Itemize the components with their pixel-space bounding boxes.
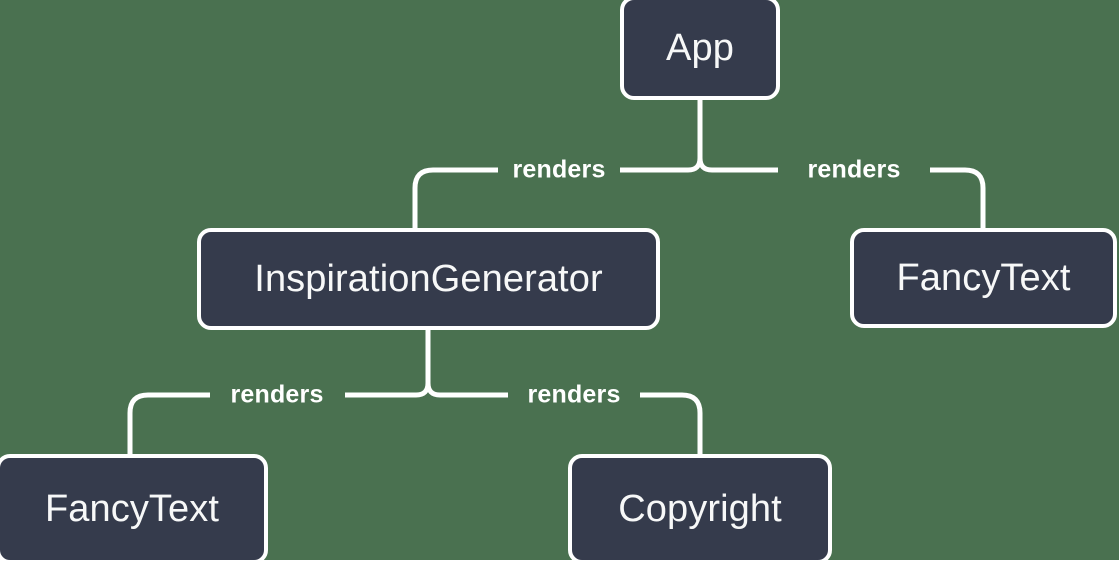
node-app-label: App	[666, 27, 734, 69]
node-fancytext-left-label: FancyText	[44, 488, 220, 530]
edge-label-inspiration-to-fancytext: renders	[230, 380, 324, 409]
node-inspiration-generator-label: InspirationGenerator	[254, 258, 603, 300]
edge-inspiration-to-fancytext-2	[127, 392, 210, 456]
node-inspiration-generator[interactable]: InspirationGenerator	[197, 228, 660, 330]
edge-inspiration-to-copyright-2	[640, 392, 703, 456]
edge-app-to-inspiration-2	[412, 167, 498, 230]
edge-label-app-to-fancytext: renders	[807, 155, 901, 184]
edge-app-to-fancytext-2	[930, 167, 986, 230]
edge-app-junction-right	[697, 157, 713, 173]
node-app[interactable]: App	[620, 0, 780, 100]
edge-inspiration-junction-right	[425, 382, 441, 398]
node-copyright-label: Copyright	[618, 488, 782, 530]
edge-label-inspiration-to-copyright: renders	[527, 380, 621, 409]
edge-label-app-to-inspiration: renders	[512, 155, 606, 184]
node-copyright[interactable]: Copyright	[568, 454, 832, 564]
node-fancytext-right[interactable]: FancyText	[850, 228, 1117, 328]
node-fancytext-right-label: FancyText	[896, 257, 1071, 299]
node-fancytext-left[interactable]: FancyText	[0, 454, 268, 564]
